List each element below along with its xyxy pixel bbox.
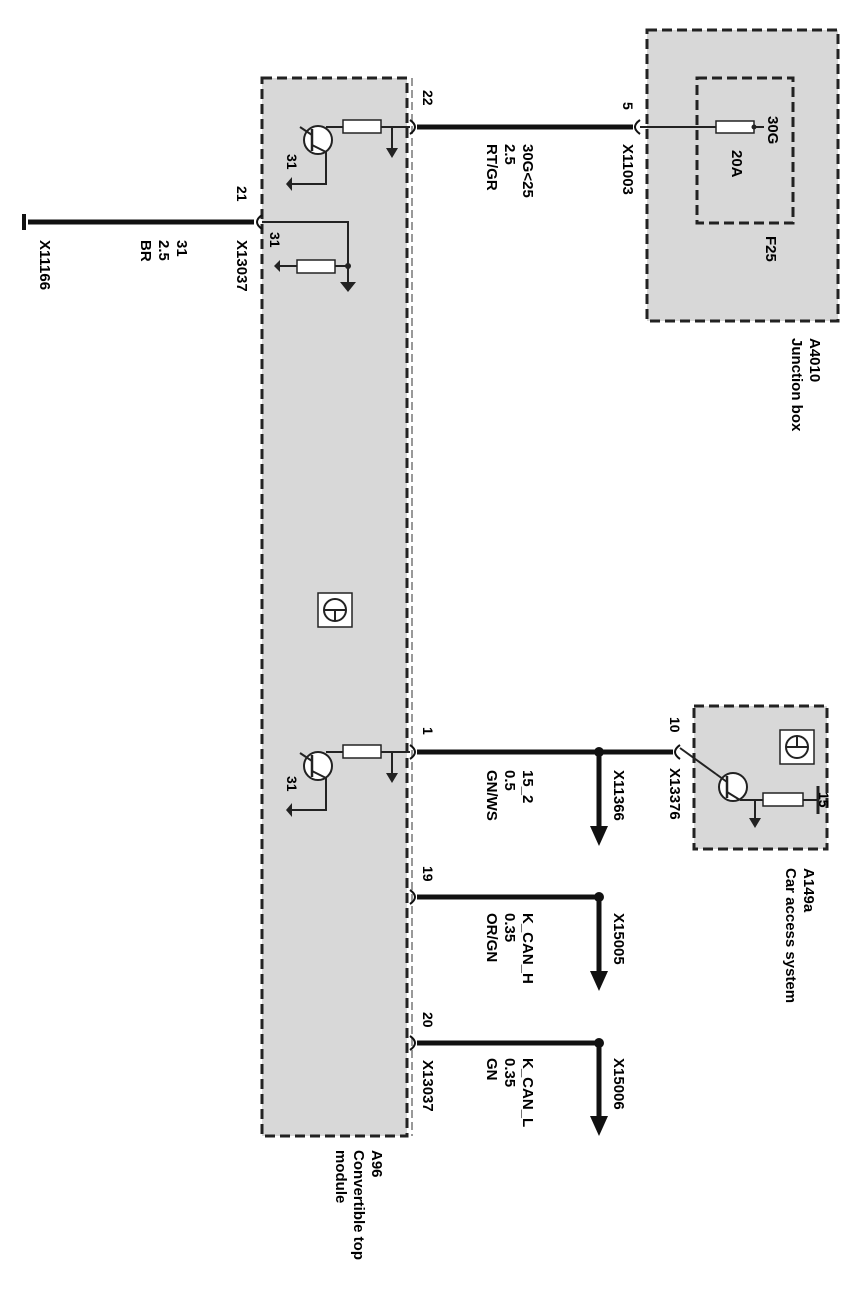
top-module-name-1: Convertible top <box>350 1150 367 1260</box>
ground-22-label: 31 <box>284 154 300 170</box>
pin-19-connector <box>409 889 416 905</box>
pin-5-connector <box>634 119 641 135</box>
pin-5-label: 5 <box>620 102 636 110</box>
res-21-node <box>345 263 351 269</box>
wire-31-signal: 31 <box>173 240 190 257</box>
pin-10-connector <box>674 744 681 760</box>
transistor-1-icon <box>299 751 333 781</box>
wire-k-can-h-color: OR/GN <box>483 913 500 962</box>
ground-21-symbol <box>340 282 356 292</box>
arrow-x11366 <box>590 826 608 846</box>
cas-outline <box>692 704 829 851</box>
wire-15-2-size: 0.5 <box>501 770 518 791</box>
wire-15-2-signal: 15_2 <box>519 770 536 803</box>
pin-21-connector <box>256 214 263 230</box>
pin-19-label: 19 <box>420 866 436 882</box>
connector-x13037-bottom: X13037 <box>419 1060 436 1112</box>
connector-x15006: X15006 <box>610 1058 627 1110</box>
connector-x11166: X11166 <box>36 240 53 290</box>
wire-30g-size: 2.5 <box>501 144 518 165</box>
res-21-arrow <box>274 260 280 272</box>
cas-transistor-icon <box>715 772 748 802</box>
ground-21-label: 31 <box>267 232 283 248</box>
wire-15-2-color: GN/WS <box>483 770 500 821</box>
top-module-name-2: module <box>332 1150 349 1203</box>
transistor-22-icon <box>299 125 333 155</box>
pin-22-label: 22 <box>420 90 436 106</box>
fuse-rating-label: 20A <box>728 150 745 178</box>
fuse-f25-outline <box>695 76 795 225</box>
resistor-1 <box>342 744 382 759</box>
ground-1-label: 31 <box>284 776 300 792</box>
pin-20-label: 20 <box>420 1012 436 1028</box>
cas-name: Car access system <box>782 868 799 1003</box>
wire-31-size: 2.5 <box>155 240 172 261</box>
wire-30g-color: RT/GR <box>483 144 500 191</box>
connector-x11366: X11366 <box>610 770 627 821</box>
connector-x15005: X15005 <box>610 913 627 965</box>
connector-x11003: X11003 <box>619 144 636 195</box>
cas-terminal-label: 15 <box>816 792 832 808</box>
top-module-id: A96 <box>368 1150 385 1178</box>
wire-30g-signal: 30G<25 <box>519 144 536 198</box>
wire-k-can-h-size: 0.35 <box>501 913 518 942</box>
ground-21-wire <box>262 221 349 282</box>
wire-k-can-l-signal: K_CAN_L <box>519 1058 536 1127</box>
fuse-terminal-label: 30G <box>764 116 781 144</box>
arrow-22 <box>386 148 398 158</box>
arrow-x15005 <box>590 971 608 991</box>
arrow-1 <box>386 773 398 783</box>
pin-20-connector <box>409 1035 416 1051</box>
ground-1-symbol <box>286 803 292 817</box>
cas-id: A149a <box>800 868 817 913</box>
top-module-icon <box>317 592 353 628</box>
cas-arrow <box>749 818 761 828</box>
wire-31-color: BR <box>137 240 154 262</box>
wire-k-can-h-signal: K_CAN_H <box>519 913 536 984</box>
connector-x13376: X13376 <box>666 768 683 820</box>
ground-22-symbol <box>286 177 292 191</box>
pin-1-label: 1 <box>420 727 436 735</box>
fuse-dot <box>751 124 757 130</box>
resistor-22 <box>342 119 382 134</box>
arrow-x15006 <box>590 1116 608 1136</box>
pin-10-label: 10 <box>667 717 683 733</box>
ground-1-wire <box>292 778 327 811</box>
cas-pin-wire <box>679 747 717 775</box>
pin-1-connector <box>409 744 416 760</box>
cas-module-icon <box>779 729 815 765</box>
fuse-id-label: F25 <box>762 236 779 262</box>
pin-22-connector <box>409 119 416 135</box>
fuse-symbol <box>715 120 755 134</box>
wire-k-can-l-size: 0.35 <box>501 1058 518 1087</box>
pin-21-label: 21 <box>234 186 250 202</box>
wire-k-can-l-color: GN <box>483 1058 500 1081</box>
junction-box-name: Junction box <box>788 338 805 432</box>
ground-22-wire <box>292 152 327 185</box>
cas-resistor <box>762 792 804 807</box>
resistor-21 <box>296 259 336 274</box>
connector-x13037-top: X13037 <box>233 240 250 292</box>
junction-box-id: A4010 <box>806 338 823 382</box>
top-module-outline <box>260 76 409 1138</box>
